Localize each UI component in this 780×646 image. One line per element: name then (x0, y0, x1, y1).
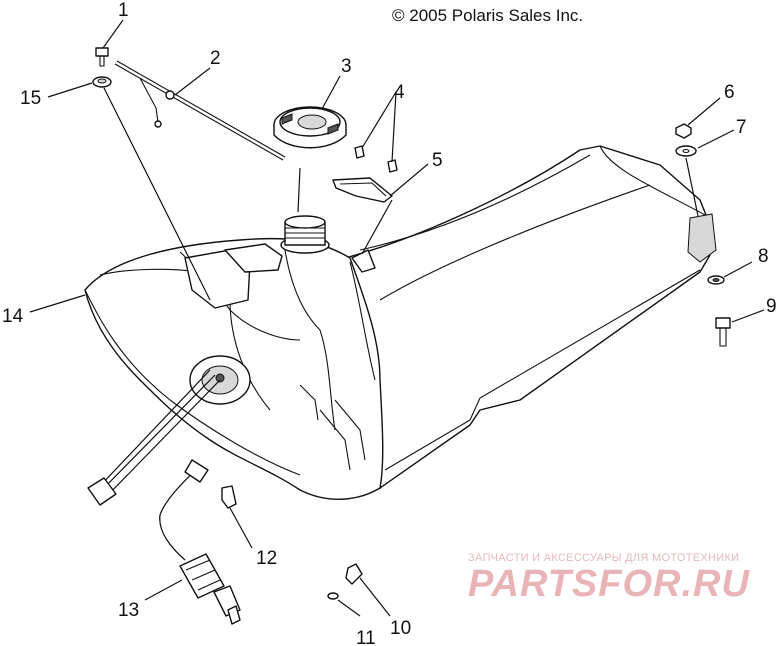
callout-6: 6 (724, 82, 735, 103)
callout-1: 1 (118, 0, 129, 21)
callout-15: 15 (20, 88, 41, 109)
bolt-9 (715, 317, 731, 347)
callout-8: 8 (758, 246, 769, 267)
callout-2: 2 (210, 48, 221, 69)
fuel-cap-3 (273, 106, 347, 149)
fuel-tank (84, 145, 717, 500)
watermark-logo: PARTSFOR.RU (468, 563, 750, 605)
callout-12: 12 (256, 548, 277, 569)
watermark-subtitle: ЗАПЧАСТИ И АКСЕССУАРЫ ДЛЯ МОТОТЕХНИКИ (468, 552, 740, 564)
bracket-5 (332, 177, 393, 203)
callout-9: 9 (766, 296, 777, 317)
callout-7: 7 (736, 117, 747, 138)
clip-12 (221, 485, 237, 509)
washer-7 (675, 145, 697, 157)
grommet-15 (92, 76, 112, 88)
clamp-11 (327, 592, 339, 600)
callout-14: 14 (2, 306, 24, 327)
callout-13: 13 (118, 600, 139, 621)
leader-lines (29, 19, 765, 617)
callout-5: 5 (432, 150, 443, 171)
copyright-notice: © 2005 Polaris Sales Inc. (392, 6, 584, 25)
nut-6 (675, 123, 692, 139)
callout-11: 11 (356, 628, 376, 646)
callout-4: 4 (394, 82, 405, 103)
clip-10 (345, 563, 363, 585)
callout-3: 3 (341, 56, 352, 77)
bolts-4 (354, 145, 398, 173)
fuel-line-filter-13 (159, 459, 241, 625)
callout-10: 10 (390, 618, 411, 639)
fuel-gauge-harness (87, 369, 221, 506)
screw-1 (95, 47, 109, 67)
vent-rod-2 (114, 60, 286, 161)
washer-8 (707, 275, 725, 285)
